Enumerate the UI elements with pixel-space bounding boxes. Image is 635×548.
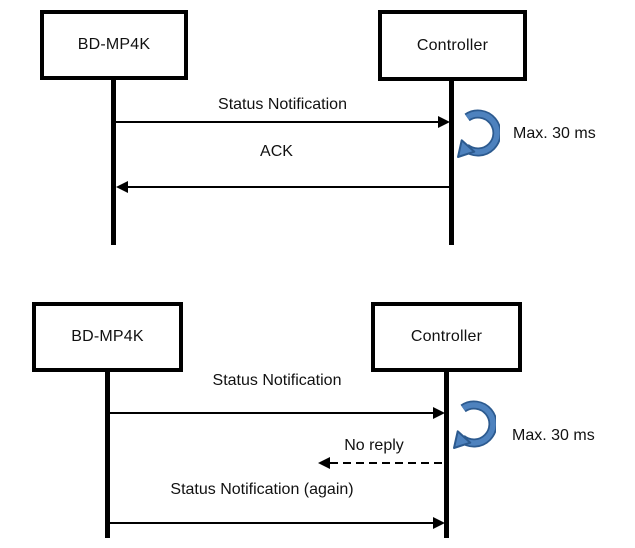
message-label: Status Notification: [212, 372, 342, 389]
arrow-shaft: [110, 412, 433, 414]
delay-label: Max. 30 ms: [512, 427, 595, 444]
actor-label: Controller: [410, 328, 483, 345]
delay-clockwise-arrow-icon: [453, 400, 496, 449]
actor-box-bd-mp4k: BD-MP4K: [32, 302, 183, 372]
message-label: ACK: [260, 143, 293, 160]
arrow-shaft-dashed: [330, 462, 445, 464]
arrowhead-right-icon: [438, 116, 450, 128]
message-label: Status Notification (again): [170, 481, 354, 498]
lifeline-controller: [444, 370, 449, 538]
actor-label: BD-MP4K: [77, 36, 151, 53]
lifeline-controller: [449, 79, 454, 245]
actor-label: Controller: [416, 36, 489, 54]
actor-box-controller: Controller: [371, 302, 522, 372]
lifeline-bd-mp4k: [105, 370, 110, 538]
actor-box-bd-mp4k: BD-MP4K: [40, 10, 188, 80]
arrowhead-left-icon: [318, 457, 330, 469]
delay-clockwise-arrow-icon: [457, 109, 500, 158]
actor-label: BD-MP4K: [71, 328, 144, 345]
arrowhead-right-icon: [433, 517, 445, 529]
actor-box-controller: Controller: [378, 10, 527, 81]
arrowhead-left-icon: [116, 181, 128, 193]
arrow-shaft: [116, 121, 438, 123]
lifeline-bd-mp4k: [111, 78, 116, 245]
arrow-shaft: [110, 522, 433, 524]
delay-label: Max. 30 ms: [513, 125, 596, 142]
message-label: No reply: [344, 437, 404, 454]
message-label: Status Notification: [218, 96, 347, 113]
arrow-shaft: [128, 186, 449, 188]
arrowhead-right-icon: [433, 407, 445, 419]
